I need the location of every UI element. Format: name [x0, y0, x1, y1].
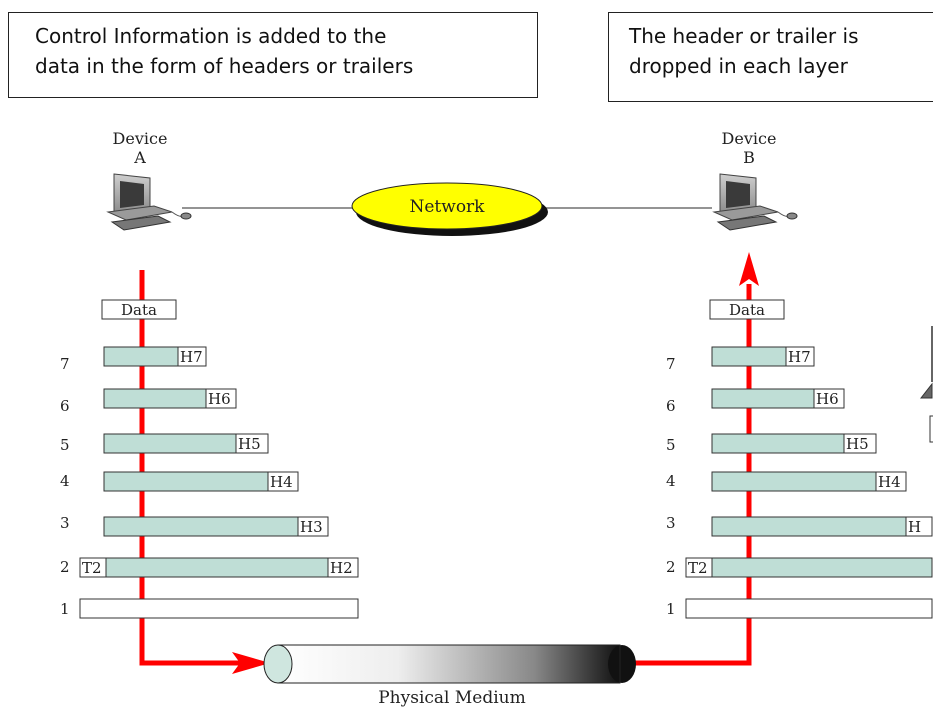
callout-encapsulation-line-2: data in the form of headers or trailers — [35, 54, 414, 78]
trailer-label: T2 — [82, 559, 102, 577]
layer-number: 4 — [666, 472, 676, 490]
device-b-label-line2: B — [743, 148, 755, 167]
header-label: H3 — [300, 518, 323, 536]
right-arrow-head — [232, 652, 270, 674]
up-arrow-head — [739, 252, 759, 286]
layer-number: 7 — [666, 355, 676, 373]
layer-number: 3 — [666, 514, 676, 532]
network-cloud: Network — [351, 182, 548, 236]
data-block-label: Data — [121, 301, 157, 319]
layer-number: 3 — [60, 514, 70, 532]
receiver-stack: Data 7 H7 6 H6 5 H5 4 H4 3 H 2 T2 1 — [666, 299, 933, 619]
clipped-edge-graphic — [919, 326, 933, 443]
header-label: H5 — [846, 435, 869, 453]
layer-number: 1 — [666, 600, 676, 618]
layer-number: 1 — [60, 600, 70, 618]
computer-icon — [106, 173, 192, 231]
callout-decapsulation-line-1: The header or trailer is — [629, 24, 859, 48]
layer-number: 6 — [60, 397, 70, 415]
layer-number: 2 — [60, 558, 70, 576]
header-label: H4 — [270, 473, 293, 491]
device-a-label-line1: Device — [113, 129, 168, 148]
header-label: H7 — [180, 348, 203, 366]
header-label: H6 — [816, 390, 839, 408]
layer-number: 6 — [666, 397, 676, 415]
callout-encapsulation: Control Information is added to the data… — [8, 12, 538, 98]
callout-encapsulation-line-1: Control Information is added to the — [35, 24, 387, 48]
device-b-label-line1: Device — [722, 129, 777, 148]
physical-medium — [263, 644, 636, 684]
computer-icon — [712, 173, 798, 231]
decapsulation-path — [632, 284, 752, 666]
header-label-clipped: H — [908, 518, 921, 536]
callout-decapsulation: The header or trailer is dropped in each… — [608, 12, 933, 102]
layer-number: 2 — [666, 558, 676, 576]
layer-number: 7 — [60, 355, 70, 373]
header-label: H7 — [788, 348, 811, 366]
header-label: H5 — [238, 435, 261, 453]
layer-number: 5 — [666, 436, 676, 454]
header-label: H2 — [330, 559, 353, 577]
callout-decapsulation-line-2: dropped in each layer — [629, 54, 848, 78]
layer-number: 5 — [60, 436, 70, 454]
header-label: H4 — [878, 473, 901, 491]
sender-stack: Data 7 H7 6 H6 5 H5 4 H4 3 H3 2 T2 H2 1 — [60, 299, 359, 619]
header-label: H6 — [208, 390, 231, 408]
trailer-label: T2 — [688, 559, 708, 577]
layer-number: 4 — [60, 472, 70, 490]
data-block-label: Data — [729, 301, 765, 319]
physical-medium-label: Physical Medium — [378, 688, 526, 708]
network-label: Network — [410, 197, 486, 217]
device-a-label-line2: A — [133, 148, 146, 167]
